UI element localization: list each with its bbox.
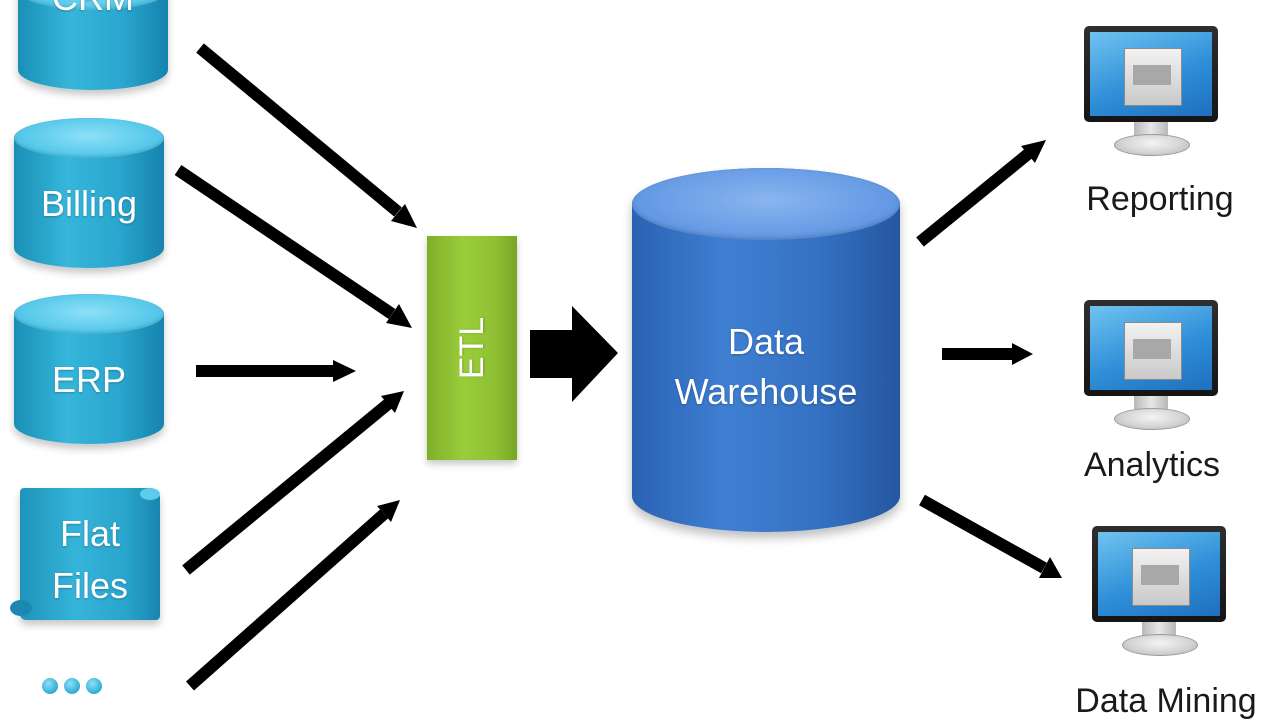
flat-files-curl: [10, 600, 32, 616]
arrow-more-to-etl: [186, 509, 388, 691]
etl-box: ETL: [427, 236, 517, 460]
ellipsis-dot: [86, 678, 102, 694]
reporting-monitor-icon: [1084, 26, 1218, 160]
flat-files-sheet: [20, 488, 160, 620]
erp-database-icon: ERP: [14, 294, 164, 444]
arrow-dw-to-datamining: [919, 494, 1047, 574]
reporting-label: Reporting: [1086, 180, 1234, 218]
crm-label: CRM: [18, 0, 168, 16]
flat-files-icon: Flat Files: [10, 488, 160, 624]
arrow-billing-to-etl: [174, 165, 396, 319]
arrow-crm-to-etl: [196, 43, 402, 217]
warehouse-label-line2: Warehouse: [674, 371, 858, 412]
arrowhead: [391, 204, 417, 228]
warehouse-label-line1: Data: [727, 321, 805, 362]
arrow-flatfiles-to-etl: [182, 399, 392, 575]
arrowhead: [386, 304, 412, 328]
ellipsis-dot: [64, 678, 80, 694]
billing-database-icon: Billing: [14, 118, 164, 268]
flat-files-curl-top: [140, 488, 160, 500]
ellipsis-dot: [42, 678, 58, 694]
data-warehouse-cylinder: Data Warehouse: [632, 168, 900, 532]
arrowhead: [1039, 557, 1062, 578]
arrow-dw-to-reporting: [916, 149, 1032, 247]
data-mining-label: Data Mining: [1075, 682, 1257, 720]
arrowhead: [1021, 140, 1046, 163]
data-mining-monitor-icon: [1092, 526, 1226, 660]
erp-label: ERP: [51, 359, 127, 400]
arrowhead: [377, 500, 400, 522]
billing-label: Billing: [40, 183, 138, 224]
flat-files-label-line1: Flat: [59, 513, 120, 554]
more-sources-ellipsis-icon: [42, 675, 106, 697]
analytics-monitor-icon: [1084, 300, 1218, 434]
analytics-label: Analytics: [1083, 446, 1221, 484]
arrowhead: [1012, 343, 1033, 365]
arrowhead: [381, 391, 404, 413]
arrow-etl-to-warehouse: [530, 306, 618, 402]
crm-database-icon: CRM: [18, 0, 168, 90]
arrowhead: [333, 360, 356, 382]
flat-files-label-line2: Files: [51, 565, 128, 606]
